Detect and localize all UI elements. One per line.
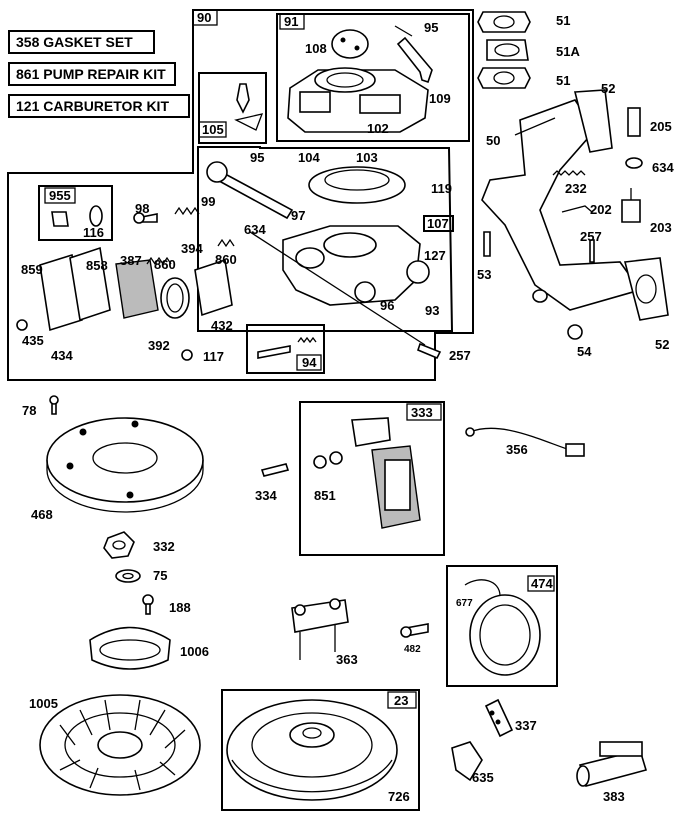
part-number: 392 xyxy=(148,338,170,353)
intake-manifold-part xyxy=(481,99,642,311)
part-number: 103 xyxy=(356,150,378,165)
part-labels: 51 51A 51 52 205 50 634 232 202 203 257 … xyxy=(21,13,674,804)
part-number: 860 xyxy=(215,252,237,267)
part-number: 634 xyxy=(244,222,266,237)
kit-pump-repair: 861 PUMP REPAIR KIT xyxy=(8,62,176,86)
part-number: 337 xyxy=(515,718,537,733)
part-number: 1006 xyxy=(180,644,209,659)
part-number: 75 xyxy=(153,568,167,583)
part-number: 95 xyxy=(250,150,264,165)
part-number: 202 xyxy=(590,202,612,217)
box-label-107: 107 xyxy=(427,216,449,231)
part-number: 635 xyxy=(472,770,494,785)
part-number: 117 xyxy=(203,349,224,364)
box-label-90: 90 xyxy=(197,10,211,25)
part-number: 188 xyxy=(169,600,191,615)
part-number: 50 xyxy=(486,133,500,148)
intake-gasket-part xyxy=(477,11,531,33)
rotating-screen-part xyxy=(89,626,171,670)
box-label-91: 91 xyxy=(284,14,298,29)
carburetor-assembly-outline xyxy=(7,9,474,381)
kit-carburetor: 121 CARBURETOR KIT xyxy=(8,94,190,118)
part-number: 394 xyxy=(181,241,203,256)
part-number: 434 xyxy=(51,348,73,363)
carburetor-lower-box xyxy=(197,146,454,332)
part-number: 232 xyxy=(565,181,587,196)
part-number: 387 xyxy=(120,253,142,268)
part-number: 356 xyxy=(506,442,528,457)
box-label-333: 333 xyxy=(411,405,433,420)
part-number: 119 xyxy=(431,181,452,196)
part-number: 104 xyxy=(298,150,320,165)
box-label-105: 105 xyxy=(202,122,224,137)
part-number: 432 xyxy=(211,318,233,333)
part-number: 51 xyxy=(556,13,570,28)
part-number: 52 xyxy=(655,337,669,352)
kit-name: PUMP REPAIR KIT xyxy=(43,66,166,82)
part-number: 97 xyxy=(291,208,305,223)
part-number: 51 xyxy=(556,73,570,88)
flywheel-part xyxy=(226,699,398,801)
part-number: 78 xyxy=(22,403,36,418)
kit-gasket-set: 358 GASKET SET xyxy=(8,30,155,54)
part-number: 468 xyxy=(31,507,53,522)
part-number: 203 xyxy=(650,220,672,235)
part-number: 363 xyxy=(336,652,358,667)
part-number: 634 xyxy=(652,160,674,175)
part-number: 95 xyxy=(424,20,438,35)
box-label-474: 474 xyxy=(531,576,553,591)
part-number: 116 xyxy=(83,225,104,240)
part-number: 98 xyxy=(135,201,149,216)
alternator-stator-part xyxy=(469,594,541,676)
kit-number: 121 xyxy=(16,98,40,114)
part-number: 102 xyxy=(367,121,389,136)
box-label-94: 94 xyxy=(302,355,317,370)
part-number: 332 xyxy=(153,539,175,554)
part-number: 127 xyxy=(424,248,446,263)
part-number: 851 xyxy=(314,488,336,503)
part-number: 52 xyxy=(601,81,615,96)
part-number: 383 xyxy=(603,789,625,804)
part-number: 257 xyxy=(449,348,471,363)
part-number: 93 xyxy=(425,303,439,318)
part-number: 859 xyxy=(21,262,43,277)
part-number: 99 xyxy=(201,194,215,209)
part-number: 109 xyxy=(429,91,451,106)
part-number: 435 xyxy=(22,333,44,348)
kit-number: 358 xyxy=(16,34,40,50)
part-number: 54 xyxy=(577,344,592,359)
part-number: 1005 xyxy=(29,696,58,711)
svg-text:861 PUMP REPAIR KIT: 861 PUMP REPAIR KIT xyxy=(16,66,166,82)
part-number: 51A xyxy=(556,44,580,59)
part-number: 53 xyxy=(477,267,491,282)
kit-name: CARBURETOR KIT xyxy=(43,98,169,114)
svg-text:121 CARBURETOR KIT: 121 CARBURETOR KIT xyxy=(16,98,169,114)
kit-number: 861 xyxy=(16,66,40,82)
part-number: 860 xyxy=(154,257,176,272)
part-number: 96 xyxy=(380,298,394,313)
box-label-955: 955 xyxy=(49,188,71,203)
part-number: 482 xyxy=(404,644,421,655)
svg-text:358 GASKET SET: 358 GASKET SET xyxy=(16,34,133,50)
part-number: 108 xyxy=(305,41,327,56)
part-number: 334 xyxy=(255,488,277,503)
part-number: 858 xyxy=(86,258,108,273)
part-number: 205 xyxy=(650,119,672,134)
box-label-23: 23 xyxy=(394,693,408,708)
part-number: 677 xyxy=(456,598,473,609)
flywheel-plate-part xyxy=(46,417,204,503)
kit-name: GASKET SET xyxy=(43,34,133,50)
part-number: 726 xyxy=(388,789,410,804)
part-number: 257 xyxy=(580,229,602,244)
